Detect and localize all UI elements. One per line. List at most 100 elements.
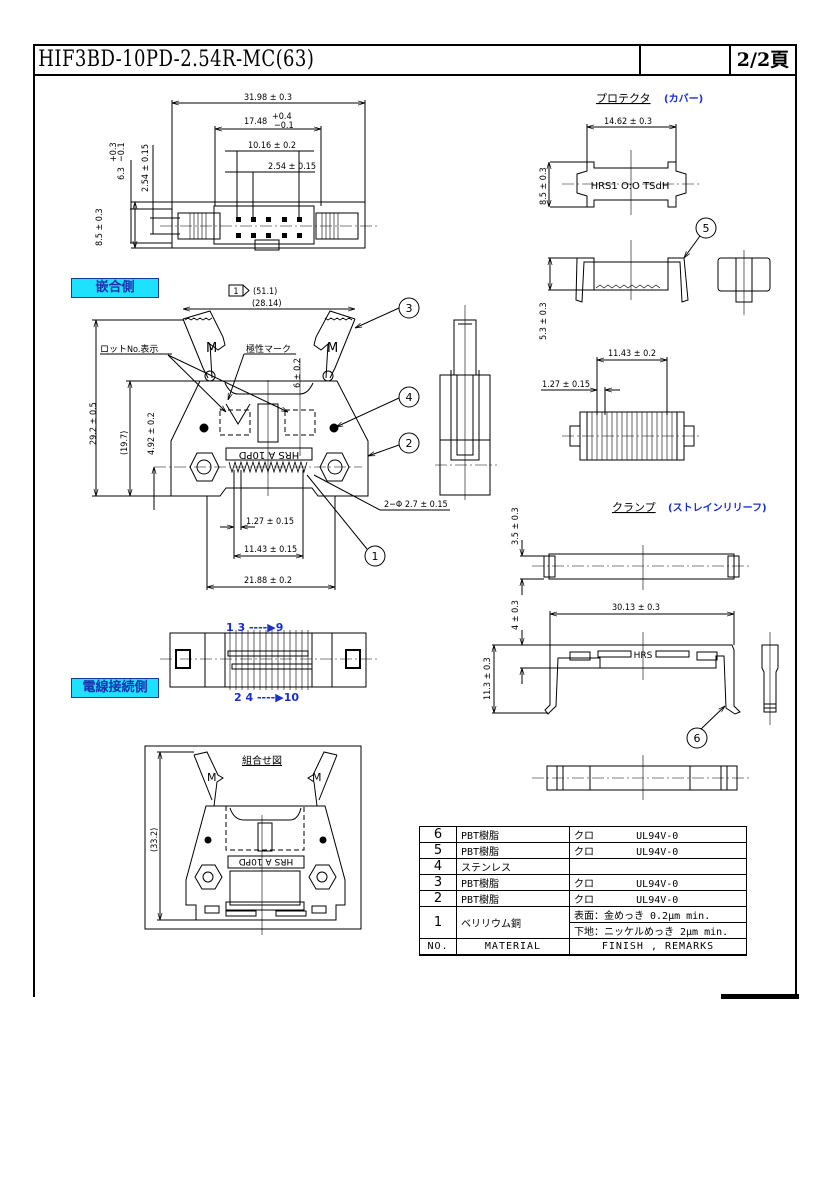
protector-top-outline (576, 161, 687, 208)
dim-front-hole: 2−Φ 2.7 ± 0.15 (384, 500, 448, 510)
dim-assembly-h: (33.2) (150, 828, 160, 852)
dim-top-width: 31.98 ± 0.3 (244, 93, 292, 103)
sheet-corner-bar (721, 994, 799, 999)
top-view: 31.98 ± 0.3 17.48 +0.4 −0.1 10.16 ± 0.2 … (95, 93, 378, 251)
latch-left (182, 310, 226, 379)
bom-remark: UL94V-0 (636, 831, 679, 842)
bom-row: 5 PBT樹脂 クロ UL94V-0 (419, 842, 747, 859)
title-blank-cell (639, 46, 729, 74)
front-view: 1 (51.1) (28.14) M M HRS A 10PD (89, 284, 450, 590)
title-block: HIF3BD-10PD-2.54R-MC(63) 2/2頁 (33, 44, 797, 76)
clamp-subtitle: (ストレインリリーフ) (668, 502, 767, 514)
latch-right (313, 310, 356, 379)
dim-top-inner: 17.48 (244, 117, 267, 127)
bom-finish-color: クロ (574, 879, 594, 890)
bom-header-finish: FINISH , REMARKS (569, 938, 747, 956)
bom-no: 2 (419, 890, 457, 907)
dim-front-h-total: 29.2 ± 0.5 (89, 402, 99, 445)
bom-no: 3 (419, 874, 457, 891)
bom-no: 1 (419, 906, 457, 939)
bom-no: 5 (419, 842, 457, 859)
svg-text:M: M (207, 771, 217, 784)
dim-front-h-low: 4.92 ± 0.2 (147, 412, 157, 455)
assembly-title: 組合せ図 (242, 754, 282, 767)
polarity-mark-label: 極性マーク (246, 343, 291, 355)
dim-top-h3: 8.5 ± 0.3 (95, 208, 105, 246)
dim-prot-h: 8.5 ± 0.3 (539, 167, 549, 205)
callout-1: 1 (372, 550, 379, 563)
svg-text:HRS A 10PD: HRS A 10PD (239, 856, 293, 866)
bom-row: 4 ステンレス (419, 858, 747, 875)
lot-number-label: ロットNo.表示 (100, 343, 158, 355)
bom-finish-color: クロ (574, 895, 594, 906)
dim-front-w1: (51.1) (253, 287, 277, 297)
pin-grid (236, 217, 302, 238)
bom-finish: クロ UL94V-0 (569, 874, 747, 891)
cable-side-view: 1 3 ----▶9 2 4 ----▶10 (160, 621, 377, 704)
pin-numbers-even: 2 4 ----▶10 (234, 691, 299, 704)
bom-material: ベリリウム銅 (456, 906, 570, 939)
dim-clamp-width: 30.13 ± 0.3 (612, 603, 660, 613)
dim-front-h-mid: (19.7) (120, 431, 130, 455)
dim-prot-width: 14.62 ± 0.3 (604, 117, 652, 127)
dim-front-w2: (28.14) (252, 299, 282, 309)
side-view (435, 305, 497, 500)
note-flag-box (228, 284, 244, 297)
bom-remark: UL94V-0 (636, 895, 679, 906)
bom-material: PBT樹脂 (456, 826, 570, 843)
bom-finish: クロ UL94V-0 (569, 826, 747, 843)
dim-top-pitch-span: 10.16 ± 0.2 (248, 141, 296, 151)
dim-prot-h2: 5.3 ± 0.3 (539, 302, 549, 340)
bom-row: 2 PBT樹脂 クロ UL94V-0 (419, 890, 747, 907)
top-view-body (171, 201, 366, 249)
callout-2: 2 (406, 437, 413, 450)
dim-top-pitch: 2.54 ± 0.15 (268, 162, 316, 172)
note-flag-number: 1 (233, 287, 238, 297)
page-number: 2/2頁 (729, 46, 795, 74)
bom-finish (569, 858, 747, 875)
bom-no: 4 (419, 858, 457, 875)
dim-top-inner-tol-minus: −0.1 (274, 121, 294, 131)
marking-plate (225, 447, 313, 461)
bom-row: 6 PBT樹脂 クロ UL94V-0 (419, 826, 747, 843)
callout-5: 5 (703, 222, 710, 235)
dim-top-h2: 2.54 ± 0.15 (141, 144, 151, 192)
dim-front-span: 11.43 ± 0.15 (244, 545, 297, 555)
latch-m-right: M (327, 341, 338, 356)
bom-material: PBT樹脂 (456, 890, 570, 907)
cable-side-badge: 電線接続側 (71, 678, 159, 698)
bom-finish-color: クロ (574, 831, 594, 842)
bom-material: ステンレス (456, 858, 570, 875)
bom-header-row: NO. MATERIAL FINISH , REMARKS (419, 938, 747, 956)
dim-top-h1-tol-minus: −0.1 (117, 142, 127, 162)
body-marking: HRS A 10PD (238, 449, 299, 460)
latch-m-left: M (206, 341, 217, 356)
dim-prot-pitch: 1.27 ± 0.15 (542, 380, 590, 390)
clamp-title: クランプ (612, 501, 656, 514)
dim-clamp-h: 3.5 ± 0.3 (511, 507, 521, 545)
bom-row: 下地：ニッケルめっき 2μm min. (420, 922, 747, 939)
bom-material: PBT樹脂 (456, 842, 570, 859)
dim-top-h1: 6.3 (117, 167, 127, 180)
dim-front-pitch: 1.27 ± 0.15 (246, 517, 294, 527)
connector-body (170, 380, 369, 497)
dim-clamp-h3: 11.3 ± 0.3 (483, 657, 493, 700)
bom-material: PBT樹脂 (456, 874, 570, 891)
bom-no: 6 (419, 826, 457, 843)
bom-row: 1 ベリリウム銅 表面：金めっき 0.2μm min. (419, 906, 747, 939)
bom-finish-surface: 表面：金めっき 0.2μm min. (569, 906, 747, 923)
bom-remark: UL94V-0 (636, 847, 679, 858)
callouts: 3 4 2 1 5 6 (306, 217, 725, 749)
pin-numbers-odd: 1 3 ----▶9 (226, 621, 283, 634)
bom-row: 3 PBT樹脂 クロ UL94V-0 (419, 874, 747, 891)
dim-front-polarity-h: 6 ± 0.2 (293, 358, 303, 388)
dim-prot-span: 11.43 ± 0.2 (608, 349, 656, 359)
drawing-title: HIF3BD-10PD-2.54R-MC(63) (38, 47, 315, 72)
bom-finish: クロ UL94V-0 (569, 842, 747, 859)
protector-subtitle: (カバー) (664, 93, 703, 105)
dim-top-h1-tol-plus: +0.3 (109, 142, 119, 162)
svg-text:M: M (312, 771, 322, 784)
protector-marking: HRS1 O:O TSdH (591, 181, 670, 192)
mating-side-badge: 嵌合側 (71, 278, 159, 298)
